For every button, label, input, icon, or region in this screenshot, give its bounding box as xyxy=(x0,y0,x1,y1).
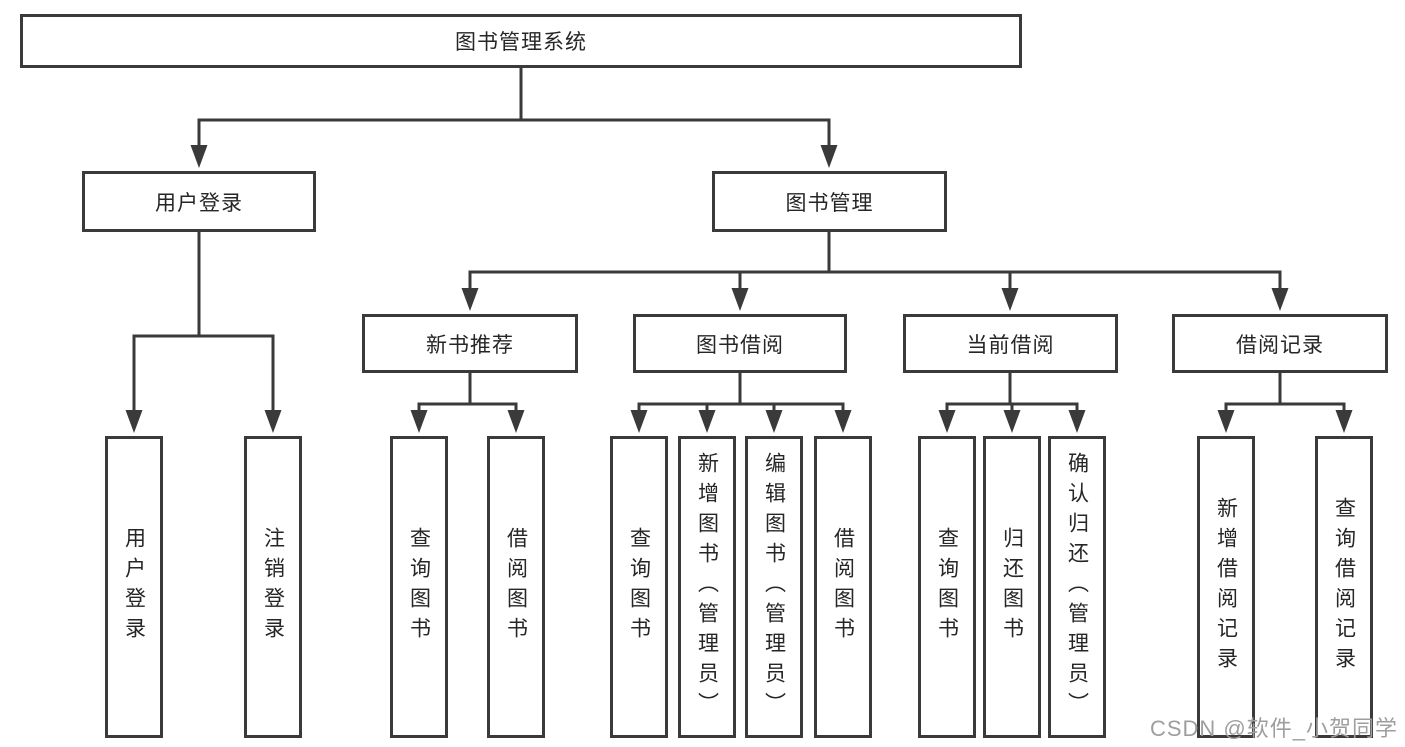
leaf-borrow-edit-admin: 编辑图书（管理员） xyxy=(745,436,803,738)
leaf-newbook-query: 查询图书 xyxy=(390,436,448,738)
node-user-login-label: 用户登录 xyxy=(155,191,243,215)
node-borrow-records: 借阅记录 xyxy=(1172,314,1388,373)
node-book-management: 图书管理 xyxy=(712,171,947,232)
leaf-records-query: 查询借阅记录 xyxy=(1315,436,1373,738)
leaf-logout: 注销登录 xyxy=(244,436,302,738)
leaf-current-query-label: 查询图书 xyxy=(935,527,959,647)
leaf-borrow-query: 查询图书 xyxy=(610,436,668,738)
leaf-borrow-query-label: 查询图书 xyxy=(627,527,651,647)
leaf-newbook-query-label: 查询图书 xyxy=(407,527,431,647)
leaf-newbook-borrow-label: 借阅图书 xyxy=(504,527,528,647)
leaf-borrow-add-admin-label: 新增图书（管理员） xyxy=(695,452,719,722)
leaf-newbook-borrow: 借阅图书 xyxy=(487,436,545,738)
leaf-current-return: 归还图书 xyxy=(983,436,1041,738)
node-book-borrow: 图书借阅 xyxy=(633,314,847,373)
leaf-user-login: 用户登录 xyxy=(105,436,163,738)
node-book-management-label: 图书管理 xyxy=(785,191,874,215)
leaf-user-login-label: 用户登录 xyxy=(122,527,146,647)
node-root-label: 图书管理系统 xyxy=(455,31,587,54)
leaf-borrow-add-admin: 新增图书（管理员） xyxy=(678,436,736,738)
leaf-current-confirm-admin: 确认归还（管理员） xyxy=(1048,436,1106,738)
node-new-book-recommend-label: 新书推荐 xyxy=(426,333,514,357)
csdn-watermark: CSDN @软件_小贺同学 xyxy=(1149,716,1398,741)
leaf-borrow-borrow: 借阅图书 xyxy=(814,436,872,738)
node-new-book-recommend: 新书推荐 xyxy=(362,314,578,373)
leaf-records-add-label: 新增借阅记录 xyxy=(1214,497,1238,677)
node-current-borrow-label: 当前借阅 xyxy=(966,333,1055,357)
leaf-borrow-borrow-label: 借阅图书 xyxy=(831,527,855,647)
node-current-borrow: 当前借阅 xyxy=(903,314,1118,373)
leaf-current-confirm-admin-label: 确认归还（管理员） xyxy=(1065,452,1089,722)
leaf-current-query: 查询图书 xyxy=(918,436,976,738)
node-borrow-records-label: 借阅记录 xyxy=(1236,333,1324,357)
node-root: 图书管理系统 xyxy=(20,14,1022,68)
leaf-borrow-edit-admin-label: 编辑图书（管理员） xyxy=(762,452,786,722)
node-book-borrow-label: 图书借阅 xyxy=(696,333,784,357)
leaf-records-query-label: 查询借阅记录 xyxy=(1332,497,1356,677)
node-user-login: 用户登录 xyxy=(82,171,316,232)
leaf-logout-label: 注销登录 xyxy=(261,527,285,647)
leaf-current-return-label: 归还图书 xyxy=(1000,527,1024,647)
leaf-records-add: 新增借阅记录 xyxy=(1197,436,1255,738)
